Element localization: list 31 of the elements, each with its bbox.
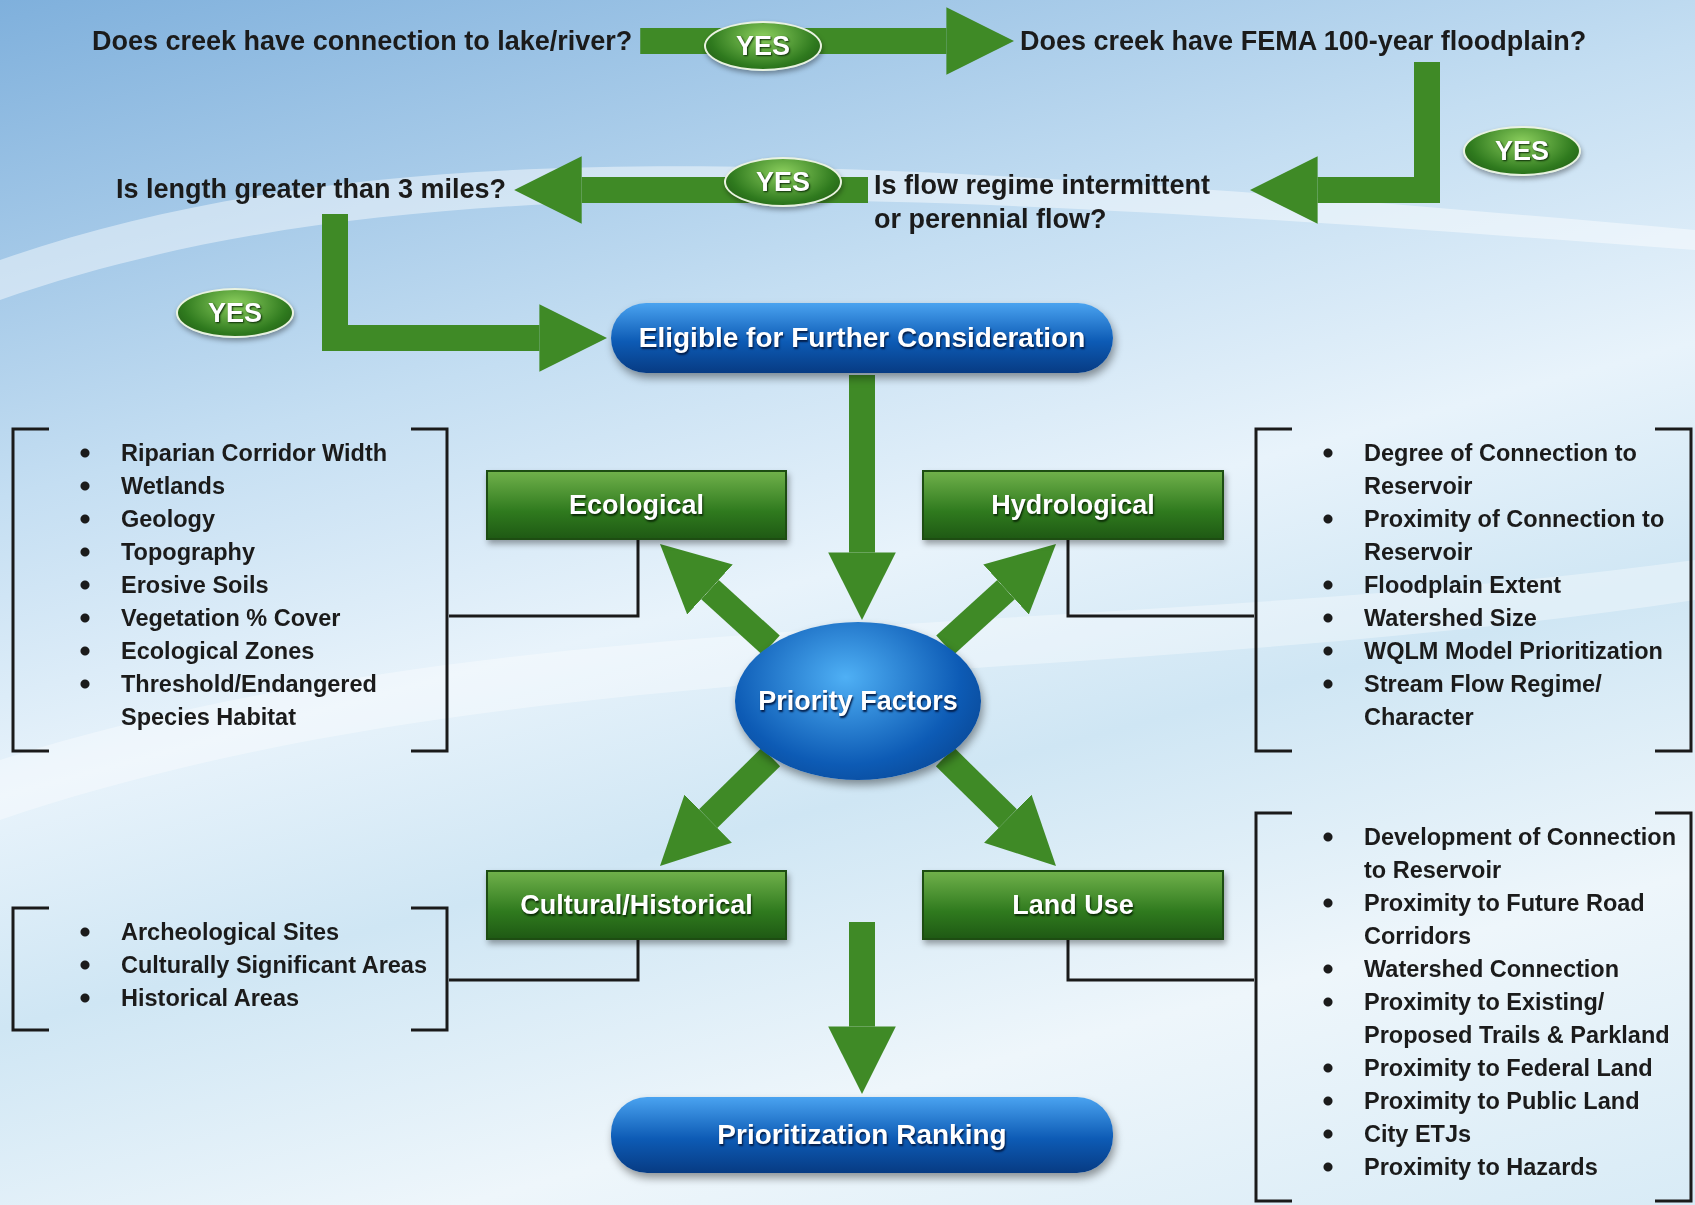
arrow bbox=[660, 544, 780, 655]
arrow bbox=[1250, 62, 1440, 224]
edge-label: YES bbox=[704, 21, 822, 71]
question-text: Is length greater than 3 miles? bbox=[116, 173, 507, 206]
category-box: Land Use bbox=[922, 870, 1224, 940]
arrow bbox=[660, 747, 781, 866]
bracketed-list bbox=[1254, 811, 1693, 1203]
arrow bbox=[322, 214, 607, 372]
arrow bbox=[828, 375, 896, 620]
question-text: Does creek have FEMA 100-year floodplain? bbox=[1020, 25, 1587, 58]
connector-line bbox=[1066, 540, 1254, 618]
category-box: Hydrological bbox=[922, 470, 1224, 540]
priority-ellipse: Priority Factors bbox=[735, 622, 981, 780]
category-box: Cultural/Historical bbox=[486, 870, 787, 940]
bracketed-list bbox=[11, 427, 449, 753]
arrow bbox=[936, 544, 1056, 655]
edge-label: YES bbox=[1463, 126, 1581, 176]
result-banner: Prioritization Ranking bbox=[611, 1097, 1113, 1173]
connector-line bbox=[449, 540, 640, 618]
arrow bbox=[828, 922, 896, 1094]
connector-line bbox=[449, 940, 640, 982]
question-text: Does creek have connection to lake/river? bbox=[92, 25, 633, 58]
edge-label: YES bbox=[724, 157, 842, 207]
edge-label: YES bbox=[176, 288, 294, 338]
result-banner: Eligible for Further Consideration bbox=[611, 303, 1113, 373]
arrow bbox=[935, 747, 1056, 866]
category-box: Ecological bbox=[486, 470, 787, 540]
bracketed-list bbox=[11, 906, 449, 1032]
connector-line bbox=[1066, 940, 1254, 982]
question-text: Is flow regime intermittent or perennial flow? bbox=[874, 169, 1212, 236]
bracketed-list bbox=[1254, 427, 1693, 753]
